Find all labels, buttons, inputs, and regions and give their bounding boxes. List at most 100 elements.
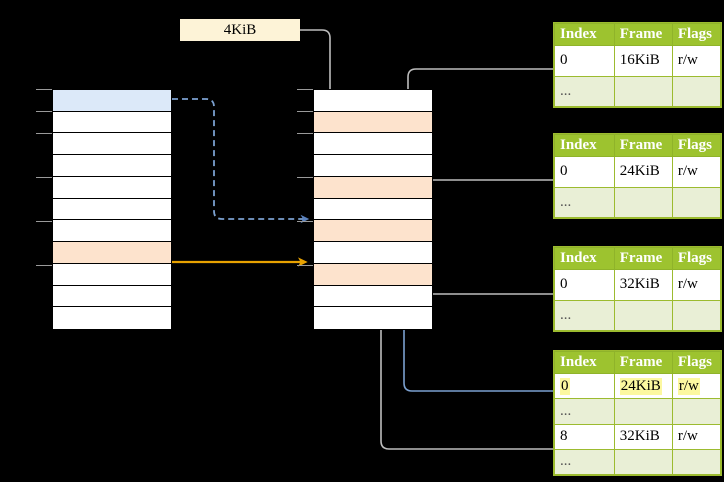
wire-level1-entry8-to-memory: [377, 264, 553, 450]
size-label-4kib: 4KiB: [180, 19, 300, 41]
wire-virtual-page-to-physical-frame: [172, 98, 310, 224]
cell-index: ...: [554, 186, 615, 218]
cell-frame: [613, 398, 673, 425]
virtual-page-row-2: [53, 133, 171, 155]
column-header-index: Index: [554, 134, 615, 157]
cell-frame: 16KiB: [613, 45, 673, 77]
wire-memory-to-level1-table: [399, 223, 553, 392]
virtual-page-row-5: [53, 199, 171, 220]
column-header-frame: Frame: [613, 134, 673, 157]
cell-frame: [613, 186, 673, 218]
cell-flags: r/w: [671, 45, 722, 77]
virtual-address-space-panel: [52, 89, 172, 330]
physical-frame-row-7: [314, 242, 432, 264]
cell-index: 0: [554, 45, 615, 77]
column-header-frame: Frame: [613, 23, 673, 46]
virtual-page-row-8: [53, 264, 171, 286]
cell-frame: [613, 299, 673, 331]
cell-frame: 24KiB: [613, 372, 673, 400]
highlighted-value: 24KiB: [619, 377, 662, 395]
left-tick-4: [36, 221, 52, 222]
cell-frame: 32KiB: [613, 269, 673, 301]
physical-frame-row-4: [314, 177, 432, 199]
cell-frame: [613, 75, 673, 107]
virtual-page-row-1: [53, 112, 171, 133]
wire-size-label-to-frame: [300, 29, 334, 120]
column-header-flags: Flags: [671, 351, 722, 374]
physical-frame-row-3: [314, 155, 432, 177]
cell-flags: r/w: [671, 423, 722, 450]
cell-flags: [671, 448, 722, 476]
cell-index: 0: [554, 156, 615, 188]
physical-frame-row-8: [314, 264, 432, 286]
virtual-page-row-9: [53, 286, 171, 307]
right-tick-1: [297, 111, 313, 112]
virtual-page-row-4: [53, 177, 171, 199]
table-row: 0 24KiB r/w: [554, 372, 722, 400]
physical-address-space-panel: [313, 89, 433, 330]
physical-frame-row-6: [314, 220, 432, 242]
cell-flags: r/w: [671, 372, 722, 400]
physical-frame-row-5: [314, 199, 432, 220]
cell-index: ...: [554, 299, 615, 331]
wire-level2-frame-to-memory: [420, 264, 553, 295]
cell-index: ...: [554, 75, 615, 107]
table-row-ellipsis: ...: [554, 186, 722, 218]
physical-frame-row-10: [314, 307, 432, 329]
virtual-page-row-10: [53, 307, 171, 329]
left-tick-2: [36, 133, 52, 134]
column-header-flags: Flags: [671, 23, 722, 46]
column-header-index: Index: [554, 247, 615, 270]
column-header-flags: Flags: [671, 247, 722, 270]
cell-flags: [671, 186, 722, 218]
table-row-ellipsis: ...: [554, 398, 722, 425]
highlighted-value: 0: [560, 377, 570, 395]
cell-flags: [671, 75, 722, 107]
highlighted-value: r/w: [677, 377, 700, 395]
virtual-page-row-7: [53, 242, 171, 264]
cell-index: 8: [554, 423, 615, 450]
cell-flags: [671, 398, 722, 425]
physical-frame-row-2: [314, 133, 432, 155]
physical-frame-row-9: [314, 286, 432, 307]
left-tick-0: [36, 89, 52, 90]
column-header-frame: Frame: [613, 351, 673, 374]
cell-frame: 32KiB: [613, 423, 673, 450]
physical-frame-row-0: [314, 90, 432, 112]
cell-index: ...: [554, 398, 615, 425]
wire-level3-frame-to-memory: [420, 179, 553, 217]
virtual-page-row-3: [53, 155, 171, 177]
left-tick-5: [36, 265, 52, 266]
cell-index: 0: [554, 269, 615, 301]
virtual-page-row-0: [53, 90, 171, 112]
cell-flags: r/w: [671, 156, 722, 188]
cell-frame: [613, 448, 673, 476]
virtual-page-row-6: [53, 220, 171, 242]
cell-index: ...: [554, 448, 615, 476]
table-row-ellipsis: ...: [554, 299, 722, 331]
right-tick-4: [297, 221, 313, 222]
table-row-ellipsis: ...: [554, 75, 722, 107]
table-row-ellipsis: ...: [554, 448, 722, 476]
right-tick-2: [297, 133, 313, 134]
left-tick-3: [36, 177, 52, 178]
right-tick-5: [297, 265, 313, 266]
cell-flags: r/w: [671, 269, 722, 301]
wire-level4-frame-to-memory: [404, 68, 553, 122]
physical-frame-row-1: [314, 112, 432, 133]
cell-frame: 24KiB: [613, 156, 673, 188]
column-header-flags: Flags: [671, 134, 722, 157]
cell-flags: [671, 299, 722, 331]
